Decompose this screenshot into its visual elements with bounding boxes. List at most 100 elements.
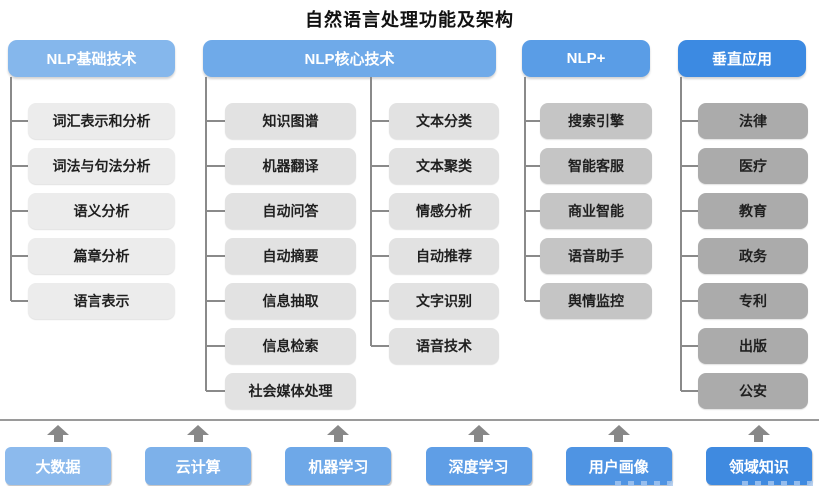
node-item: 智能客服 [540, 148, 652, 184]
column-nlp-core: NLP核心技术 知识图谱机器翻译自动问答自动摘要信息抽取信息检索社会媒体处理 文… [203, 40, 499, 409]
connector-stub [371, 165, 389, 167]
connector-stub [525, 165, 540, 167]
up-arrow-stem [474, 435, 484, 442]
up-arrow-icon [607, 425, 630, 435]
node-item: 搜索引擎 [540, 103, 652, 139]
node-item: 专利 [698, 283, 808, 319]
connector-stub [525, 210, 540, 212]
connector-line [10, 77, 12, 301]
foundation-unit: 大数据 [5, 425, 111, 485]
node-item: 自动摘要 [225, 238, 356, 274]
connector-line [205, 77, 207, 391]
node-item: 语义分析 [28, 193, 175, 229]
foundation-unit: 深度学习 [425, 425, 532, 485]
node-item: 自动推荐 [389, 238, 499, 274]
connector-stub [371, 300, 389, 302]
connector-stub [206, 210, 225, 212]
node-item: 语音技术 [389, 328, 499, 364]
up-arrow-stem [614, 435, 624, 442]
column-header: NLP+ [522, 40, 650, 77]
foundation-section: 大数据云计算机器学习深度学习用户画像领域知识 [0, 419, 819, 485]
connector-stub [681, 300, 698, 302]
connector-stub [525, 300, 540, 302]
node-item: 自动问答 [225, 193, 356, 229]
foundation-box: 深度学习 [425, 447, 532, 485]
connector-stub [11, 255, 28, 257]
column-vertical-apps: 垂直应用 法律医疗教育政务专利出版公安 [678, 40, 808, 409]
node-item: 语音助手 [540, 238, 652, 274]
foundation-unit: 用户画像 [565, 425, 672, 485]
connector-stub [681, 390, 698, 392]
foundation-box: 用户画像 [565, 447, 672, 485]
connector-stub [371, 210, 389, 212]
foundation-box: 领域知识 [705, 447, 812, 485]
foundation-unit: 领域知识 [705, 425, 812, 485]
watermark-fragment [615, 481, 675, 486]
column-header: NLP核心技术 [203, 40, 496, 77]
up-arrow-icon [47, 425, 69, 435]
up-arrow-stem [53, 435, 63, 442]
connector-stub [371, 345, 389, 347]
node-item: 情感分析 [389, 193, 499, 229]
node-item: 词汇表示和分析 [28, 103, 175, 139]
connector-stub [681, 165, 698, 167]
column-nlp-plus: NLP+ 搜索引擎智能客服商业智能语音助手舆情监控 [522, 40, 652, 319]
node-item: 文本聚类 [389, 148, 499, 184]
divider-line [0, 419, 819, 421]
up-arrow-icon [467, 425, 490, 435]
connector-stub [681, 210, 698, 212]
foundation-box: 大数据 [5, 447, 111, 485]
connector-stub [681, 345, 698, 347]
node-item: 商业智能 [540, 193, 652, 229]
connector-stub [11, 210, 28, 212]
connector-stub [11, 300, 28, 302]
node-item: 信息抽取 [225, 283, 356, 319]
connector-line [524, 77, 526, 301]
connector-stub [525, 255, 540, 257]
connector-stub [11, 120, 28, 122]
node-item: 语言表示 [28, 283, 175, 319]
foundation-unit: 机器学习 [285, 425, 392, 485]
up-arrow-icon [327, 425, 350, 435]
node-item: 出版 [698, 328, 808, 364]
column-nlp-basic: NLP基础技术 词汇表示和分析词法与句法分析语义分析篇章分析语言表示 [8, 40, 175, 319]
node-item: 社会媒体处理 [225, 373, 356, 409]
up-arrow-stem [333, 435, 343, 442]
connector-stub [371, 120, 389, 122]
connector-stub [206, 300, 225, 302]
node-item: 篇章分析 [28, 238, 175, 274]
node-item: 文字识别 [389, 283, 499, 319]
connector-stub [206, 390, 225, 392]
node-item: 词法与句法分析 [28, 148, 175, 184]
connector-stub [681, 255, 698, 257]
up-arrow-icon [747, 425, 770, 435]
up-arrow-stem [754, 435, 764, 442]
up-arrow-stem [193, 435, 203, 442]
node-item: 医疗 [698, 148, 808, 184]
connector-stub [206, 345, 225, 347]
connector-stub [371, 255, 389, 257]
node-item: 政务 [698, 238, 808, 274]
connector-stub [206, 255, 225, 257]
foundation-box: 机器学习 [285, 447, 392, 485]
connector-stub [206, 120, 225, 122]
column-header: 垂直应用 [678, 40, 806, 77]
column-header: NLP基础技术 [8, 40, 175, 77]
watermark-fragment [742, 481, 816, 486]
connector-stub [11, 165, 28, 167]
connector-stub [681, 120, 698, 122]
connector-stub [206, 165, 225, 167]
connector-stub [525, 120, 540, 122]
node-item: 机器翻译 [225, 148, 356, 184]
foundation-unit: 云计算 [145, 425, 252, 485]
foundation-box: 云计算 [145, 447, 252, 485]
foundation-row: 大数据云计算机器学习深度学习用户画像领域知识 [0, 421, 819, 485]
node-item: 法律 [698, 103, 808, 139]
node-item: 教育 [698, 193, 808, 229]
up-arrow-icon [187, 425, 210, 435]
node-item: 公安 [698, 373, 808, 409]
node-item: 信息检索 [225, 328, 356, 364]
diagram-title: 自然语言处理功能及架构 [305, 10, 514, 30]
connector-line [680, 77, 682, 391]
